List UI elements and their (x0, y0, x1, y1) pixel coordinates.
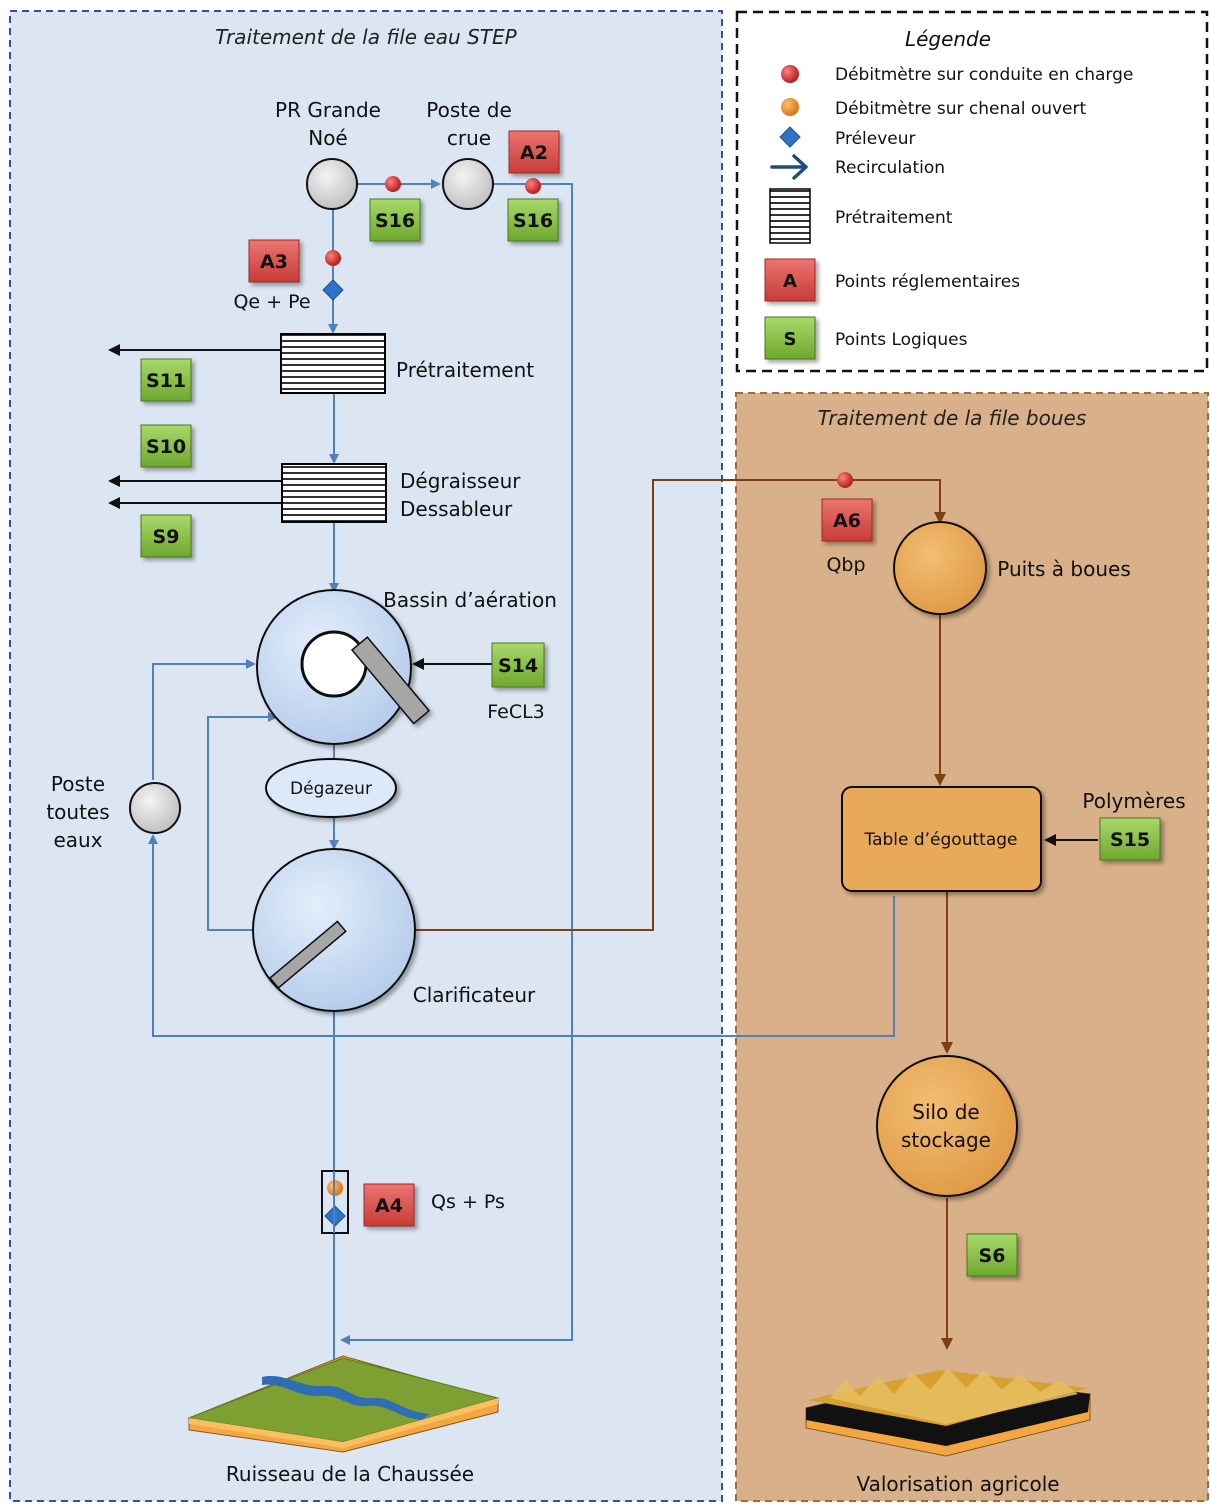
badge-a4-label: A4 (375, 1195, 403, 1217)
legend-label-green-badge: Points Logiques (835, 330, 968, 350)
poste-toutes-eaux-station (129, 782, 181, 834)
black-arrows (108, 344, 1098, 846)
badge-s6 (966, 1233, 1018, 1277)
badge-s11 (140, 358, 192, 402)
legend-orange-dot-icon (781, 98, 799, 116)
sludge-panel-title: Traitement de la file boues (818, 406, 1087, 430)
clarificateur-label: Clarificateur (413, 983, 536, 1007)
legend-label-red-dot: Débitmètre sur conduite en charge (835, 65, 1133, 85)
bassin-label: Bassin d’aération (383, 588, 557, 612)
legend-title: Légende (905, 27, 991, 51)
fecl3-label: FeCL3 (487, 701, 545, 723)
badge-s16-left-label: S16 (375, 210, 415, 232)
legend-red-badge-letter: A (783, 271, 797, 292)
polymeres-label: Polymères (1082, 789, 1185, 813)
badge-a6-label: A6 (833, 510, 861, 532)
badge-a6 (821, 498, 873, 542)
bassin-aeration (256, 589, 431, 745)
agricultural-field-illustration (805, 1368, 1091, 1457)
legend-label-arrow: Recirculation (835, 158, 945, 178)
puits-a-boues-tank (893, 521, 987, 615)
poste-toutes-eaux-label-3: eaux (53, 828, 102, 852)
badge-s16-left (369, 198, 421, 242)
legend-red-dot-icon (781, 65, 799, 83)
legend-label-diamond: Préleveur (835, 129, 916, 149)
legend-stripes-icon (769, 188, 811, 244)
degazeur-unit (265, 758, 397, 818)
qs-ps-label: Qs + Ps (431, 1191, 505, 1213)
legend: Légende Débitmètre sur conduite en charg… (735, 10, 1209, 373)
badge-a2 (508, 130, 560, 174)
poste-de-crue-label-2: crue (447, 126, 491, 150)
degraisseur-label-2: Dessableur (400, 497, 513, 521)
legend-green-badge-icon (764, 316, 816, 360)
legend-label-red-badge: Points réglementaires (835, 272, 1020, 292)
badge-s16-right-label: S16 (513, 210, 553, 232)
badge-s6-label: S6 (979, 1245, 1006, 1267)
legend-diamond-icon (779, 126, 801, 148)
clarificateur (252, 848, 416, 1012)
flowmeter-pressure-icon (525, 178, 541, 194)
table-label: Table d’égouttage (864, 830, 1018, 850)
badge-a3-label: A3 (260, 251, 288, 273)
poste-toutes-eaux-label-1: Poste (51, 772, 105, 796)
badge-s9 (140, 514, 192, 558)
legend-green-badge-letter: S (784, 329, 797, 350)
badge-s10 (140, 424, 192, 468)
badge-s15 (1099, 817, 1161, 861)
poste-de-crue-station (442, 158, 494, 210)
puits-label: Puits à boues (997, 557, 1131, 581)
sampler-diamond-icon (322, 279, 344, 301)
pr-grande-noe-label-1: PR Grande (275, 98, 381, 122)
degazeur-label: Dégazeur (290, 779, 372, 799)
ruisseau-label: Ruisseau de la Chaussée (226, 1462, 474, 1486)
pretraitement-label: Prétraitement (396, 358, 534, 382)
badge-a2-label: A2 (520, 142, 548, 164)
qbp-label: Qbp (826, 554, 865, 576)
badge-s14-label: S14 (498, 655, 538, 677)
sludge-flow-lines (416, 479, 953, 1350)
flowmeter-pressure-icon (385, 176, 401, 192)
poste-toutes-eaux-label-2: toutes (46, 800, 109, 824)
valorisation-label: Valorisation agricole (856, 1472, 1059, 1496)
ruisseau-terrain-illustration (187, 1355, 500, 1453)
legend-label-orange-dot: Débitmètre sur chenal ouvert (835, 99, 1086, 119)
table-egouttage-unit (841, 786, 1042, 892)
badge-s15-label: S15 (1110, 829, 1150, 851)
badge-s16-right (507, 198, 559, 242)
qe-pe-label: Qe + Pe (233, 291, 310, 313)
silo-stockage-tank (876, 1055, 1018, 1197)
poste-de-crue-label-1: Poste de (426, 98, 512, 122)
degraisseur-unit (281, 463, 387, 523)
legend-red-badge-icon (764, 258, 816, 302)
legend-label-stripes: Prétraitement (835, 208, 953, 228)
badge-s14 (491, 642, 545, 688)
legend-arrow-icon (770, 154, 808, 180)
flowmeter-pressure-icon (325, 250, 341, 266)
flowmeter-pressure-icon (837, 472, 853, 488)
badge-s11-label: S11 (146, 370, 186, 392)
degraisseur-label-1: Dégraisseur (400, 469, 521, 493)
water-panel (9, 10, 723, 1502)
pr-grande-noe-station (306, 158, 358, 210)
badge-s10-label: S10 (146, 436, 186, 458)
badge-a3 (248, 239, 300, 283)
silo-label-1: Silo de (912, 1100, 979, 1124)
badge-s9-label: S9 (153, 526, 180, 548)
silo-label-2: stockage (901, 1128, 991, 1152)
badge-a4 (363, 1183, 415, 1227)
water-panel-title: Traitement de la file eau STEP (215, 25, 517, 49)
pretraitement-unit (280, 333, 386, 394)
pr-grande-noe-label-2: Noé (308, 126, 348, 150)
